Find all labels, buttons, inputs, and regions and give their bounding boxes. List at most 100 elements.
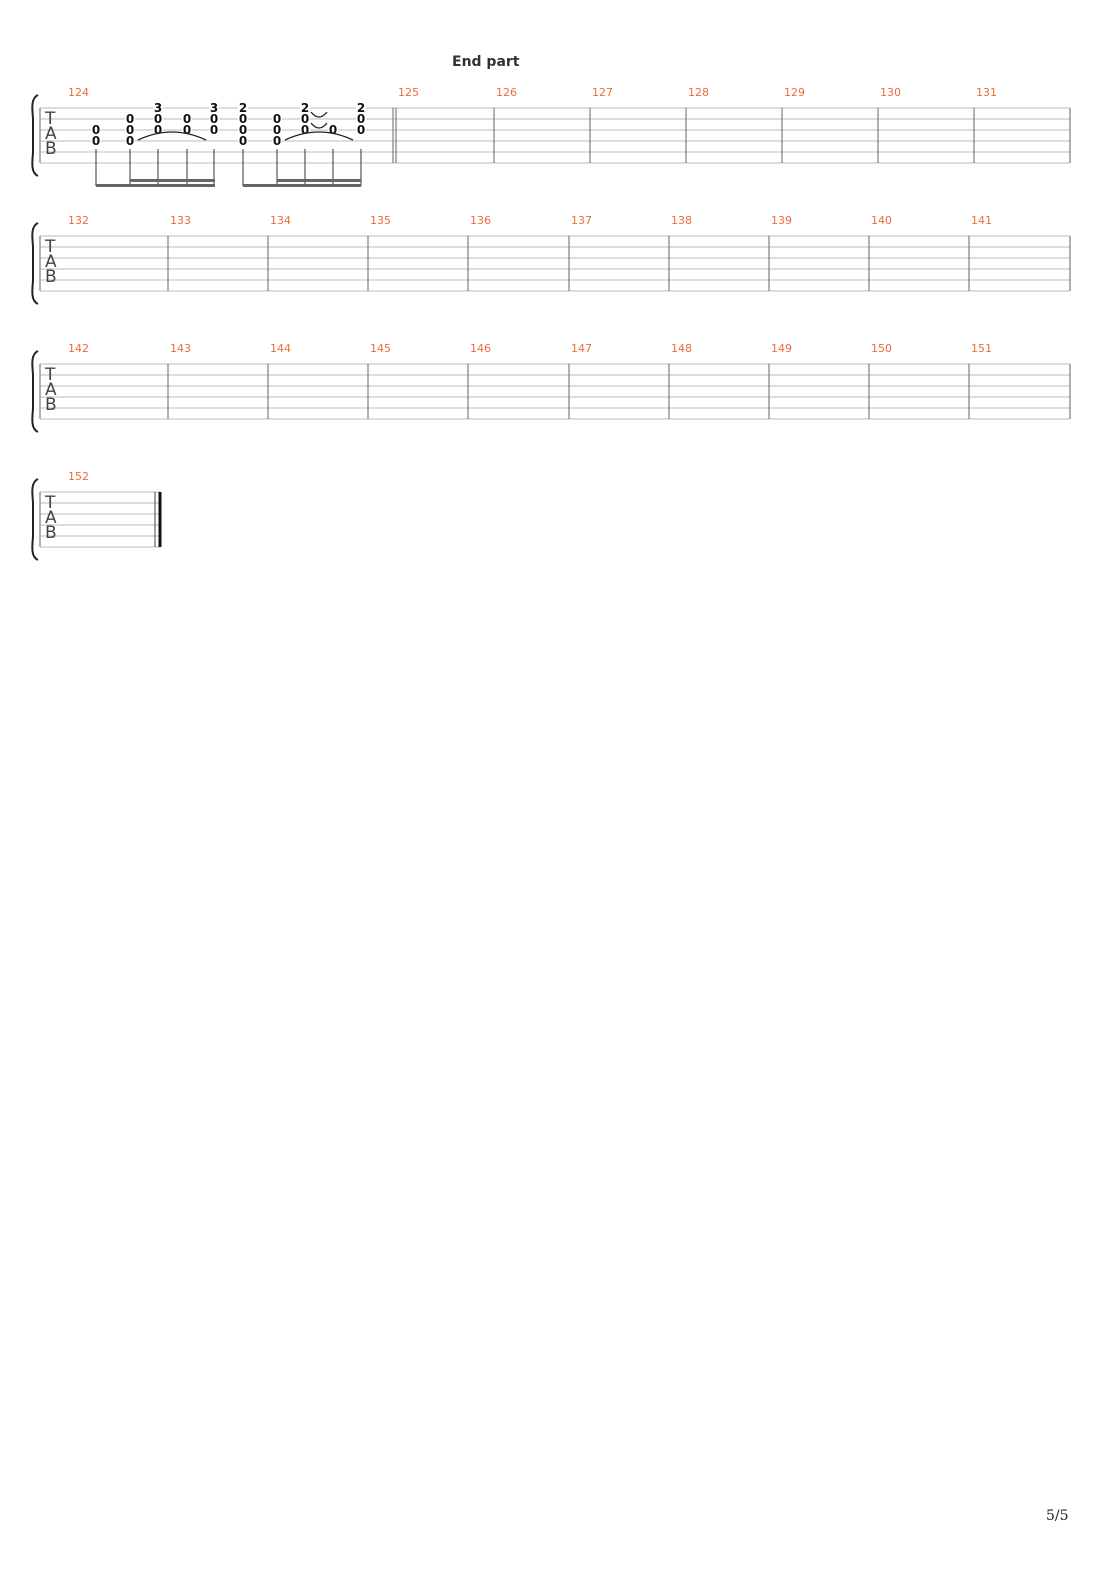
bar-number: 126 [496, 86, 517, 99]
bar-number: 136 [470, 214, 491, 227]
fret-number: 0 [273, 112, 281, 126]
fret-backdrop [209, 102, 219, 113]
beam [277, 179, 361, 182]
fret-number: 0 [301, 123, 309, 137]
bar-number: 137 [571, 214, 592, 227]
fret-number: 0 [126, 134, 134, 148]
bar-number: 151 [971, 342, 992, 355]
fret-backdrop [238, 135, 248, 146]
bar-number: 145 [370, 342, 391, 355]
fret-number: 0 [210, 123, 218, 137]
tie [284, 131, 354, 141]
fret-backdrop [300, 102, 310, 113]
fret-backdrop [300, 124, 310, 135]
fret-backdrop [153, 113, 163, 124]
fret-number: 0 [357, 123, 365, 137]
bar-number: 129 [784, 86, 805, 99]
bar-number: 135 [370, 214, 391, 227]
fret-number: 0 [273, 123, 281, 137]
tie [310, 122, 328, 129]
fret-backdrop [238, 124, 248, 135]
tie [310, 111, 328, 118]
bar-number: 146 [470, 342, 491, 355]
fret-backdrop [272, 113, 282, 124]
tab-clef-letter: A [45, 124, 57, 144]
fret-backdrop [238, 113, 248, 124]
bar-number: 127 [592, 86, 613, 99]
tab-clef-letter: B [45, 267, 57, 287]
fret-backdrop [125, 113, 135, 124]
fret-number: 3 [210, 101, 218, 115]
fret-backdrop [356, 113, 366, 124]
fret-backdrop [356, 102, 366, 113]
fret-backdrop [182, 113, 192, 124]
system-bracket [31, 222, 39, 305]
system-bracket [31, 478, 39, 561]
tab-clef-letter: A [45, 508, 57, 528]
bar-number: 148 [671, 342, 692, 355]
bar-number: 147 [571, 342, 592, 355]
fret-backdrop [328, 124, 338, 135]
bar-number: 149 [771, 342, 792, 355]
tab-clef-letter: A [45, 380, 57, 400]
tab-clef-letter: A [45, 252, 57, 272]
tab-clef-letter: T [44, 109, 56, 129]
bar-number: 124 [68, 86, 89, 99]
fret-number: 3 [154, 101, 162, 115]
fret-number: 0 [183, 123, 191, 137]
fret-backdrop [272, 124, 282, 135]
tab-clef-letter: B [45, 523, 57, 543]
bar-number: 150 [871, 342, 892, 355]
bar-number: 138 [671, 214, 692, 227]
fret-backdrop [272, 135, 282, 146]
fret-number: 0 [357, 112, 365, 126]
staff-system: TAB 124 125 126 127 128 129 130 131 [31, 86, 1071, 177]
bar-number: 134 [270, 214, 291, 227]
fret-number: 0 [183, 112, 191, 126]
system-bracket [31, 94, 39, 177]
bar-number: 139 [771, 214, 792, 227]
fret-number: 0 [273, 134, 281, 148]
fret-backdrop [182, 124, 192, 135]
bar-number: 133 [170, 214, 191, 227]
fret-number: 0 [239, 123, 247, 137]
tie [137, 131, 207, 141]
fret-backdrop [153, 102, 163, 113]
fret-number: 0 [239, 134, 247, 148]
fret-number: 0 [301, 112, 309, 126]
bar-number: 128 [688, 86, 709, 99]
fret-backdrop [209, 124, 219, 135]
bar-number: 125 [398, 86, 419, 99]
fret-number: 0 [239, 112, 247, 126]
fret-backdrop [125, 135, 135, 146]
bar-number: 144 [270, 342, 291, 355]
fret-backdrop [125, 124, 135, 135]
fret-backdrop [238, 102, 248, 113]
fret-number: 2 [239, 101, 247, 115]
tab-clef-letter: T [44, 365, 56, 385]
bar-number: 140 [871, 214, 892, 227]
bar-number: 131 [976, 86, 997, 99]
fret-backdrop [300, 113, 310, 124]
fret-number: 0 [329, 123, 337, 137]
fret-number: 2 [357, 101, 365, 115]
fret-number: 2 [301, 101, 309, 115]
bar-number: 130 [880, 86, 901, 99]
tab-clef-letter: B [45, 139, 57, 159]
bar-number: 143 [170, 342, 191, 355]
beam [130, 179, 215, 182]
beam [243, 184, 361, 187]
beam [96, 184, 215, 187]
bar-number: 152 [68, 470, 89, 483]
fret-backdrop [356, 124, 366, 135]
section-title: End part [452, 54, 520, 70]
fret-number: 0 [92, 134, 100, 148]
fret-number: 0 [126, 112, 134, 126]
tab-clef-letter: T [44, 237, 56, 257]
page-number: 5/5 [1046, 1508, 1069, 1524]
